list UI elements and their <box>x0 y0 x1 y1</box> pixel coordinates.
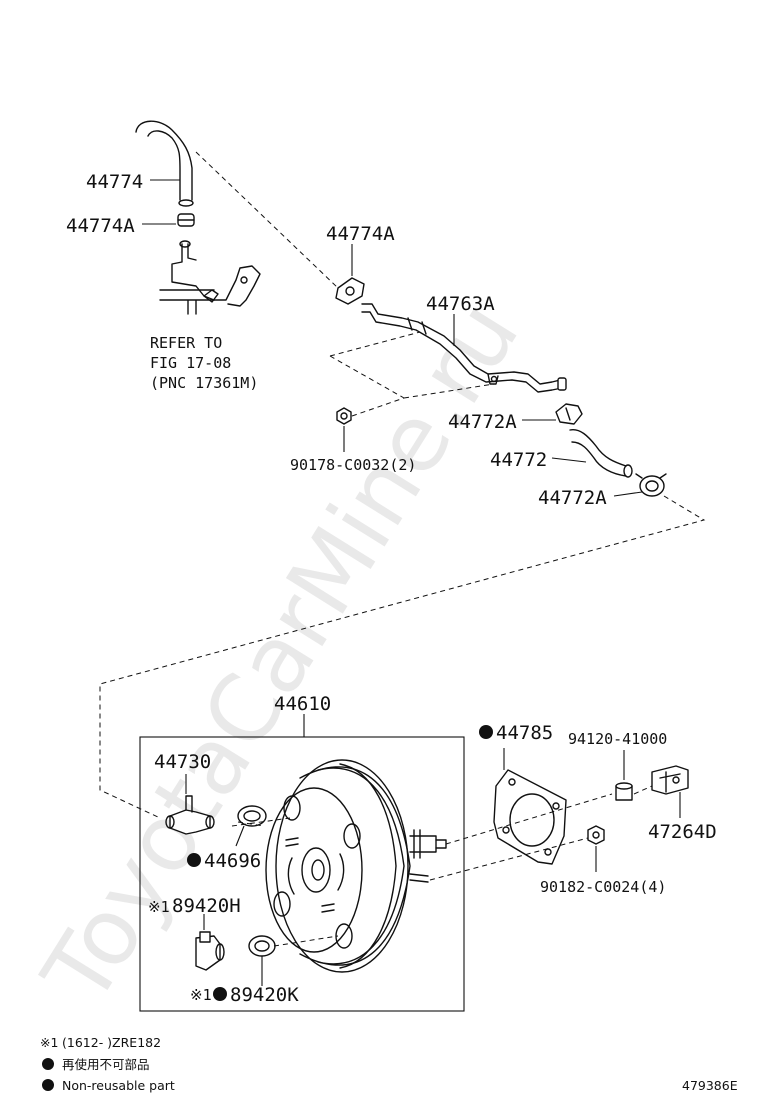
booster-assembly-frame <box>139 736 465 1012</box>
label-44774A-top: 44774A <box>326 223 395 245</box>
label-44772: 44772 <box>490 449 547 471</box>
label-90178: 90178-C0032(2) <box>290 456 416 474</box>
footnote-note1-text: (1612- )ZRE182 <box>62 1035 161 1050</box>
footnote-note1-mark: ※1 <box>40 1035 58 1050</box>
refer-line-3: (PNC 17361M) <box>150 374 258 392</box>
clamp-44774A-left <box>177 213 195 227</box>
footnote-en-text: Non-reusable part <box>62 1078 175 1093</box>
label-47264D: 47264D <box>648 821 717 843</box>
footnote-en-mark <box>42 1079 54 1091</box>
label-44730: 44730 <box>154 751 211 773</box>
clevis-47264D <box>651 765 689 795</box>
brake-booster <box>265 759 447 973</box>
note-mark-89420H: ※1 <box>148 898 170 916</box>
dash-hose-to-clamp <box>195 151 339 289</box>
connector-bracket <box>159 240 261 315</box>
dash-long-link <box>99 495 706 819</box>
label-44772A-lower: 44772A <box>538 487 607 509</box>
diagram-id: 479386E <box>682 1078 738 1093</box>
label-89420H: 89420H <box>172 895 241 917</box>
nut-90182 <box>587 825 605 845</box>
dash-nut <box>351 397 405 417</box>
label-89420K: 89420K <box>230 984 299 1006</box>
hose-44772 <box>569 429 633 478</box>
label-44785: 44785 <box>496 722 553 744</box>
nut-90178 <box>336 407 352 425</box>
nonreusable-mark-89420K <box>213 987 227 1001</box>
nonreusable-mark-44696 <box>187 853 201 867</box>
label-44763A: 44763A <box>426 293 495 315</box>
label-90182: 90182-C0024(4) <box>540 878 666 896</box>
label-44774: 44774 <box>86 171 143 193</box>
watermark: ToyotaCarMine.ru <box>22 283 539 1022</box>
clamp-44774A-top <box>335 277 365 305</box>
note-mark-89420K: ※1 <box>190 986 212 1004</box>
check-valve-44730 <box>165 795 215 835</box>
refer-line-2: FIG 17-08 <box>150 354 231 372</box>
label-44610: 44610 <box>274 693 331 715</box>
footnote-ja-mark <box>42 1058 54 1070</box>
clamp-44772A-upper <box>555 403 583 425</box>
label-44774A-left: 44774A <box>66 215 135 237</box>
dash-pipe-stud-box <box>329 331 495 399</box>
footnote-ja-text: 再使用不可部品 <box>62 1057 150 1072</box>
label-94120: 94120-41000 <box>568 730 667 748</box>
nonreusable-mark-44785 <box>479 725 493 739</box>
clamp-44772A-lower <box>635 473 667 497</box>
label-44696: 44696 <box>204 850 261 872</box>
label-44772A-upper: 44772A <box>448 411 517 433</box>
gasket-44785 <box>493 769 567 865</box>
nut-94120 <box>615 782 633 801</box>
sensor-89420H <box>195 931 225 971</box>
grommet-89420K <box>248 935 276 957</box>
refer-line-1: REFER TO <box>150 334 222 352</box>
grommet-44696 <box>237 805 267 827</box>
hose-44774 <box>135 120 194 207</box>
